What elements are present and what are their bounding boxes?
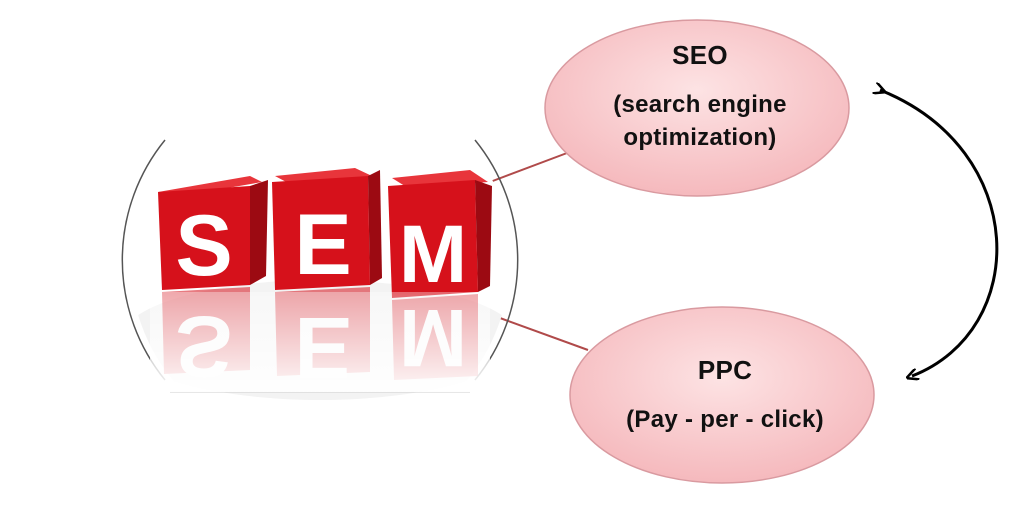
connector-ppc [499, 317, 589, 351]
cube-m: M [388, 170, 492, 300]
cube-e: E [272, 168, 382, 293]
ppc-subtitle: (Pay - per - click) [626, 406, 824, 433]
cube-s: S [158, 176, 268, 294]
seo-subtitle: (search engine optimization) [560, 88, 840, 154]
seo-subtitle-line2: optimization) [623, 124, 777, 151]
ppc-title: PPC [697, 355, 753, 385]
seo-title: SEO [672, 40, 728, 70]
sem-logo: S E M S E [121, 70, 519, 450]
logo-circle-left-edge [121, 139, 166, 381]
connector-seo [489, 149, 576, 183]
ppc-bubble [569, 306, 875, 484]
cube-e-letter: E [294, 197, 351, 293]
seo-bubble [544, 19, 850, 197]
seo-subtitle-line1: (search engine [613, 91, 787, 118]
bidirectional-arrow [880, 90, 999, 376]
cube-s-letter: S [175, 198, 232, 294]
cube-m-letter: M [399, 209, 467, 300]
logo-circle-right-edge [474, 139, 519, 381]
